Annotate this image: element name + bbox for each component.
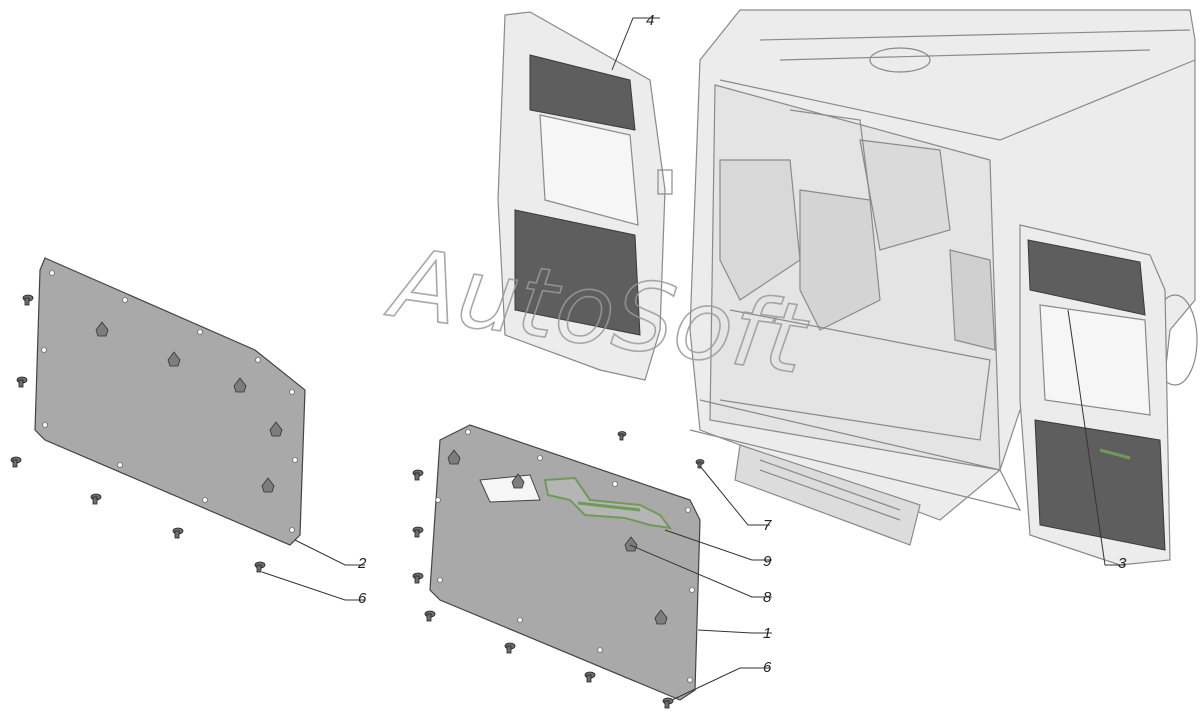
callout-labels: 4 2 6 3 7 9 8 1 6 — [357, 12, 1127, 676]
clip-icon — [654, 609, 668, 625]
screw-icon — [22, 294, 34, 306]
clip-icon — [95, 321, 109, 337]
panel-2-holes — [41, 270, 298, 533]
screw-icon — [584, 671, 596, 683]
callout-9: 9 — [763, 553, 772, 570]
screw-icon — [617, 431, 627, 441]
clip-icon — [233, 377, 247, 393]
door-handle-icon — [543, 476, 673, 530]
clip-icon — [167, 351, 181, 367]
callout-3: 3 — [1118, 555, 1127, 572]
clip-icon — [261, 477, 275, 493]
screw-icon — [412, 572, 424, 584]
callout-7: 7 — [763, 517, 772, 534]
screw-icon — [424, 610, 436, 622]
screw-icon — [695, 459, 705, 469]
panel-1-holes — [435, 429, 695, 683]
callout-6-left: 6 — [358, 590, 367, 607]
callout-4: 4 — [646, 12, 654, 29]
clip-icon — [447, 449, 461, 465]
trim-panel-1 — [429, 424, 701, 701]
leader-lines — [261, 17, 1125, 701]
screw-icon — [254, 561, 266, 573]
screws — [10, 294, 705, 709]
van-body — [689, 9, 1198, 546]
clip-icon — [511, 473, 525, 489]
screw-icon — [412, 526, 424, 538]
callout-8: 8 — [763, 589, 772, 606]
right-rear-door — [1019, 224, 1171, 566]
screw-icon — [16, 376, 28, 388]
screw-icon — [504, 642, 516, 654]
callout-1: 1 — [763, 625, 771, 642]
screw-icon — [10, 456, 22, 468]
screw-icon — [412, 469, 424, 481]
screw-icon — [90, 493, 102, 505]
panel-2-clips — [95, 321, 283, 493]
callout-2: 2 — [357, 555, 367, 572]
panel-1-clips — [447, 449, 668, 625]
trim-panel-2 — [34, 257, 306, 546]
left-rear-door — [497, 11, 673, 381]
clip-icon — [269, 421, 283, 437]
screw-icon — [662, 697, 674, 709]
callout-6-right: 6 — [763, 659, 772, 676]
screw-icon — [172, 527, 184, 539]
